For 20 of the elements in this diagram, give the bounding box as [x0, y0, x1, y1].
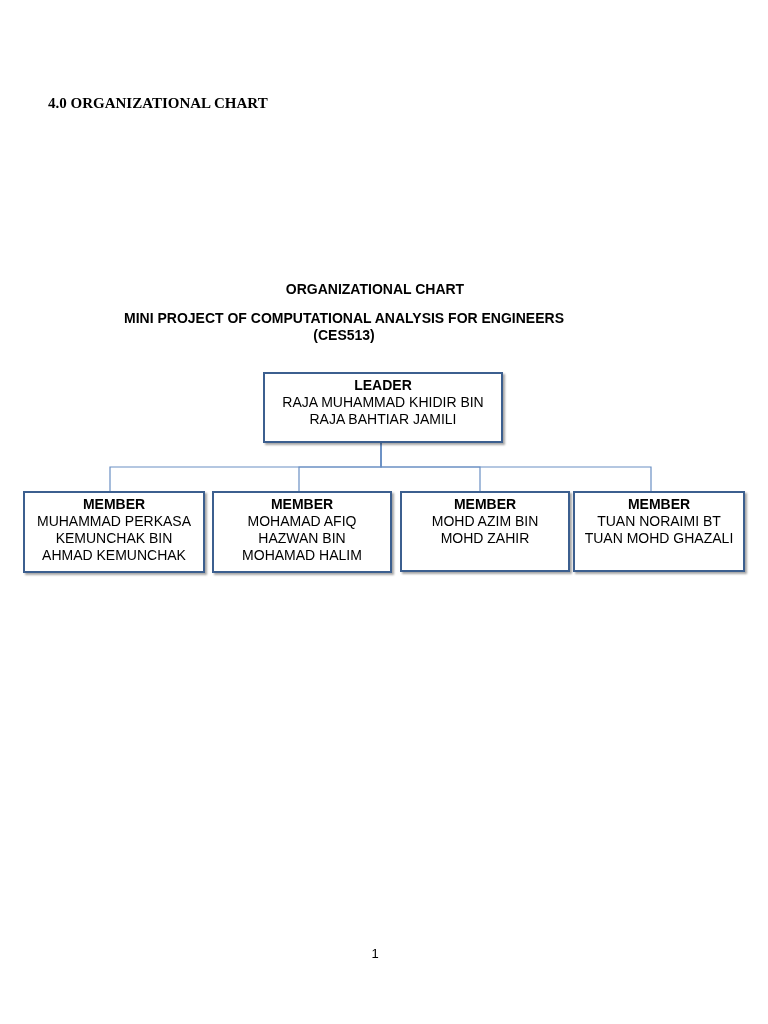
leader-box	[263, 372, 503, 443]
person-name: RAJA MUHAMMAD KHIDIR BIN RAJA BAHTIAR JAMILI	[281, 394, 485, 428]
role-heading: MEMBER	[82, 496, 146, 513]
person-name: MOHAMAD AFIQ HAZWAN BIN MOHAMAD HALIM	[241, 513, 363, 564]
member-box	[23, 491, 205, 573]
role-heading: LEADER	[354, 377, 412, 394]
section-heading: 4.0 ORGANIZATIONAL CHART	[48, 94, 268, 113]
role-heading: MEMBER	[453, 496, 517, 513]
member-box	[400, 491, 570, 572]
page-number: 1	[370, 945, 380, 963]
person-name: MUHAMMAD PERKASA KEMUNCHAK BIN AHMAD KEMUNCHAK	[36, 513, 192, 564]
subtitle: ORGANIZATIONAL CHART	[284, 280, 466, 299]
person-name: MOHD AZIM BIN MOHD ZAHIR	[430, 513, 540, 547]
connector-line	[380, 442, 652, 492]
member-box	[212, 491, 392, 573]
role-heading: MEMBER	[627, 496, 691, 513]
person-name: TUAN NORAIMI BT TUAN MOHD GHAZALI	[583, 513, 735, 547]
role-heading: MEMBER	[270, 496, 334, 513]
project-title: MINI PROJECT OF COMPUTATIONAL ANALYSIS FOR ENGINEERS (CES513)	[123, 310, 565, 344]
member-box	[573, 491, 745, 572]
